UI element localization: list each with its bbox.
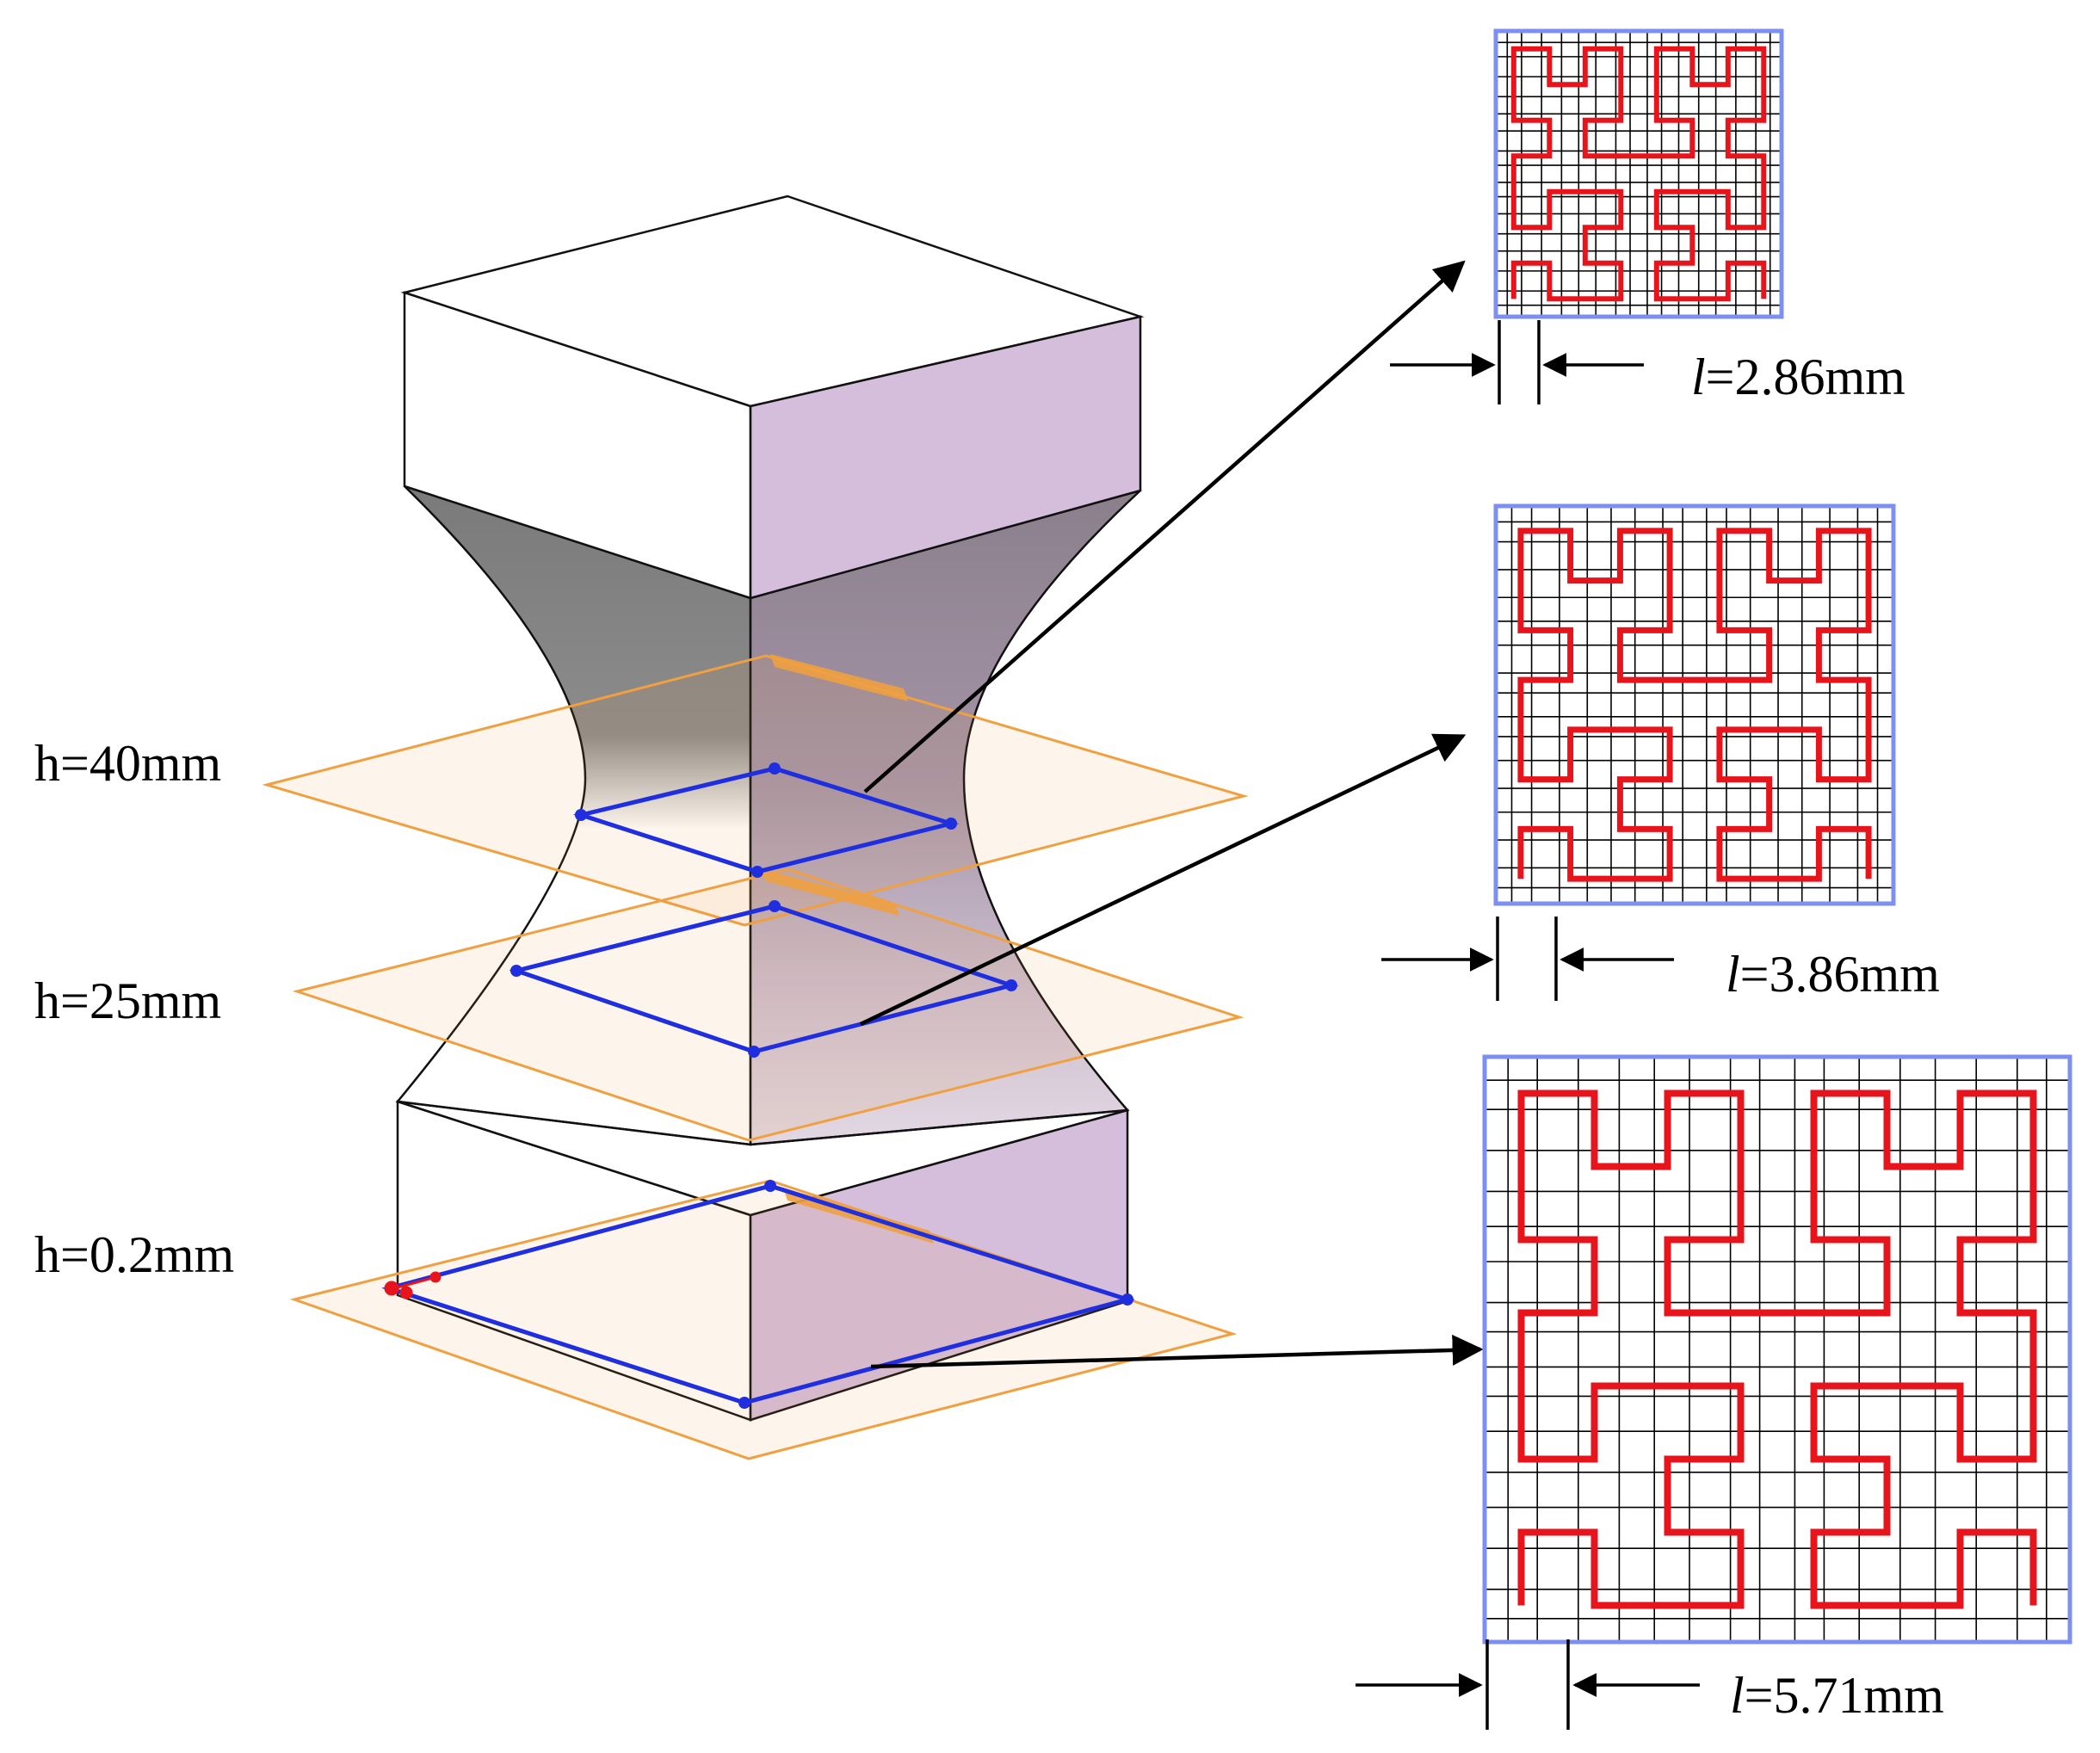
specimen-3d: [395, 194, 1145, 1422]
dimension-l3: [1356, 1639, 1700, 1730]
plane-tag-2: [762, 869, 899, 916]
pattern-frame: [1493, 503, 1896, 906]
label-l3-var: l: [1730, 1667, 1745, 1724]
hilbert-pattern-medium: [1493, 503, 1896, 906]
origin-marker: [384, 1271, 442, 1299]
label-l2-var: l: [1726, 946, 1740, 1003]
top-block-right-face: [749, 315, 1142, 600]
label-l3-value: =5.71mm: [1745, 1667, 1944, 1724]
pattern-background: [1496, 31, 1782, 317]
bottom-block-top-face: [397, 1100, 1128, 1217]
pattern-frame: [1482, 1054, 2072, 1645]
pattern-frame: [1493, 28, 1784, 319]
pattern-background: [1485, 1057, 2070, 1642]
hilbert-pattern-large: [1482, 1054, 2072, 1645]
dimension-l1: [1390, 320, 1644, 404]
section-vertices: [510, 762, 1133, 1409]
hilbert-path: [1510, 46, 1767, 302]
label-h25: h=25mm: [34, 972, 221, 1029]
pattern-background: [1496, 506, 1893, 904]
label-l1-value: =2.86mm: [1706, 349, 1905, 405]
pointer-arrows: [860, 260, 1484, 1369]
label-l2: l=3.86mm: [1726, 946, 1940, 1003]
hilbert-path: [1517, 528, 1872, 882]
label-h02: h=0.2mm: [34, 1226, 234, 1283]
plane-tag-1: [770, 654, 908, 701]
arrow-to-pattern-2: [860, 733, 1467, 1027]
label-l1-var: l: [1691, 349, 1706, 405]
hilbert-path: [1517, 1089, 2037, 1609]
label-l2-value: =3.86mm: [1740, 946, 1940, 1003]
hilbert-pattern-small: [1493, 28, 1784, 319]
label-l3: l=5.71mm: [1730, 1667, 1944, 1724]
neck-left-face: [395, 485, 752, 1146]
neck-right-face: [749, 489, 1141, 1146]
arrow-to-pattern-3: [870, 1334, 1484, 1369]
label-h40: h=40mm: [34, 735, 221, 792]
label-l1: l=2.86mm: [1691, 349, 1905, 405]
dimension-l2: [1381, 917, 1674, 1001]
plane-h40: [262, 654, 1249, 927]
arrow-to-pattern-1: [863, 260, 1466, 793]
plane-h25: [292, 867, 1245, 1142]
